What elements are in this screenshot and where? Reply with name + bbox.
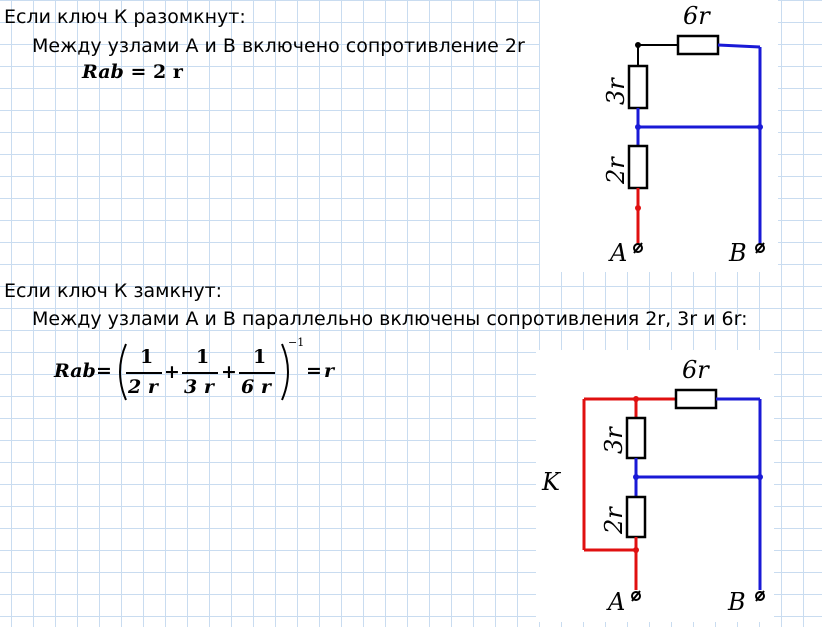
label-6r: 6r bbox=[682, 356, 710, 384]
label-node-b: B bbox=[728, 239, 747, 267]
fraction1-numerator: 1 bbox=[140, 346, 154, 368]
label-2r: 2r bbox=[600, 506, 628, 535]
label-key: K bbox=[541, 468, 562, 496]
formula2-exponent: −1 bbox=[288, 336, 305, 349]
wire-top-right bbox=[717, 43, 761, 49]
open-case-formula: Rab = 2 r bbox=[82, 61, 183, 83]
label-node-a: A bbox=[606, 588, 625, 616]
node-key-bottom bbox=[633, 547, 639, 553]
closed-case-description: Между узлами A и B параллельно включены … bbox=[32, 308, 748, 330]
plus1: + bbox=[164, 361, 180, 383]
paren-left bbox=[119, 343, 127, 401]
formula2-equals: = bbox=[96, 360, 112, 382]
fraction2-numerator: 1 bbox=[196, 346, 210, 368]
node-middle-left bbox=[635, 124, 641, 130]
circuit-closed-diagram: 6r K 3r 2r A B bbox=[536, 350, 774, 622]
closed-case-formula: Rab = 1 2 r + 1 3 r + 1 6 r −1 = r bbox=[54, 336, 344, 406]
open-case-description: Между узлами A и B включено сопротивлени… bbox=[32, 35, 525, 57]
label-3r: 3r bbox=[602, 77, 630, 105]
resistor-6r bbox=[674, 388, 718, 410]
resistor-3r bbox=[625, 416, 647, 460]
label-3r: 3r bbox=[600, 426, 628, 454]
formula-equals: = bbox=[130, 61, 147, 83]
fraction3-bar bbox=[239, 372, 275, 374]
plus2: + bbox=[221, 361, 237, 383]
fraction1-bar bbox=[126, 372, 162, 374]
circuit-open-diagram: 6r 3r 2r A B bbox=[540, 0, 778, 272]
fraction2-bar bbox=[182, 372, 218, 374]
node-top-left bbox=[633, 396, 639, 402]
node-key-bottom bbox=[635, 205, 641, 211]
label-node-b: B bbox=[727, 588, 746, 616]
paren-right bbox=[281, 343, 289, 401]
formula2-lhs: Rab bbox=[54, 360, 96, 382]
open-case-heading: Если ключ К разомкнут: bbox=[4, 6, 246, 28]
fraction1-denominator: 2 r bbox=[128, 376, 158, 398]
closed-case-heading: Если ключ К замкнут: bbox=[4, 280, 223, 302]
node-middle-left bbox=[633, 474, 639, 480]
formula2-result-equals: = bbox=[306, 360, 322, 382]
formula-lhs: Rab bbox=[82, 61, 124, 83]
fraction2-denominator: 3 r bbox=[184, 376, 214, 398]
node-middle-right bbox=[757, 124, 763, 130]
formula2-result: r bbox=[324, 360, 335, 382]
label-6r: 6r bbox=[683, 2, 711, 30]
formula-rhs: 2 r bbox=[153, 61, 183, 83]
fraction3-denominator: 6 r bbox=[241, 376, 271, 398]
fraction3-numerator: 1 bbox=[253, 346, 267, 368]
label-node-a: A bbox=[608, 239, 627, 267]
label-2r: 2r bbox=[602, 156, 630, 185]
resistor-6r bbox=[676, 34, 720, 56]
resistor-2r bbox=[625, 495, 647, 539]
resistor-3r bbox=[627, 64, 649, 110]
resistor-2r bbox=[627, 144, 649, 190]
node-middle-right bbox=[757, 474, 763, 480]
